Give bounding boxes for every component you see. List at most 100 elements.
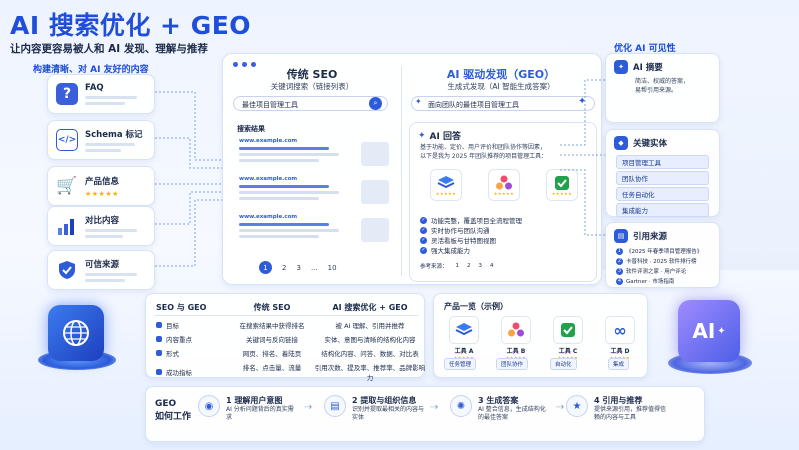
geo-search-input[interactable]: 面向团队的最佳项目管理工具: [411, 96, 595, 111]
window-dots: [233, 62, 256, 67]
arrow-right-icon: ⇢: [304, 402, 313, 413]
geo-subtitle: 生成式发现（AI 智能生成答案）: [447, 82, 555, 91]
reference-3[interactable]: 3: [478, 263, 483, 269]
product-tag: 自动化: [550, 358, 577, 370]
product-overview-title: 产品一览（示例）: [444, 302, 508, 311]
product-d[interactable]: ∞ 工具 D ★★★★★: [600, 316, 640, 360]
arrow-right-icon: ⇢: [556, 402, 565, 413]
brain-icon: ◉: [198, 395, 220, 417]
reference-1[interactable]: 1: [455, 263, 460, 269]
question-icon: ?: [56, 83, 78, 105]
product-a[interactable]: 工具 A ★★★★★: [444, 316, 484, 360]
ai-check-item: ✓功能完整，覆盖项目全流程管理: [420, 216, 522, 225]
reference-4[interactable]: 4: [490, 263, 494, 269]
page-3[interactable]: 3: [296, 263, 301, 272]
arrow-right-icon: ⇢: [430, 402, 439, 413]
right-connectors: [560, 79, 606, 236]
traditional-seo-subtitle: 关键词搜索（链接列表）: [270, 82, 354, 91]
left-item-schema[interactable]: </> Schema 标记: [47, 120, 155, 160]
badge-star-icon: ★: [566, 395, 588, 417]
left-section-label: 构建清晰、对 AI 友好的内容: [33, 65, 149, 75]
product-tag: 任务管理: [444, 358, 477, 370]
metric-icon: [156, 369, 162, 375]
target-icon: [156, 322, 162, 328]
workflow-step-4: ★ 4 引用与推荐提供来源引用，推荐值得信赖的内容与工具: [566, 395, 666, 422]
traditional-seo-title: 传统 SEO: [286, 68, 338, 81]
ai-answer-card: ✦ AI 回答 基于功能、定价、用户评价和团队协作等因素， 以下是我为 2025…: [409, 122, 597, 282]
page-10[interactable]: 10: [327, 263, 337, 272]
table-row: 形式 网页、排名、着陆页 结构化内容、问答、数据、对比表: [146, 348, 426, 358]
workflow-label: GEO 如何工作: [155, 399, 192, 422]
document-icon: ▤: [324, 395, 346, 417]
sparkle-icon[interactable]: ✦: [578, 96, 587, 107]
shield-check-icon: [56, 259, 78, 281]
page-2[interactable]: 2: [282, 263, 287, 272]
right-section-label: 优化 AI 可见性: [614, 44, 676, 54]
ai-check-item: ✓实时协作与团队沟通: [420, 226, 490, 235]
workflow-step-2: ▤ 2 提取与组织信息识别并提取最相关的内容与实体: [324, 395, 424, 422]
product-c[interactable]: 工具 C ★★★★★: [548, 316, 588, 360]
ai-answer-title: AI 回答: [429, 132, 461, 142]
geo-title: AI 驱动发现（GEO）: [446, 68, 556, 81]
entity-icon: ◆: [614, 136, 628, 150]
entity-tag[interactable]: 项目管理工具: [616, 155, 709, 169]
entity-tag[interactable]: 集成能力: [616, 203, 709, 217]
pagination: 1 2 3 ... 10: [259, 261, 337, 274]
product-b[interactable]: 工具 B ★★★★★: [496, 316, 536, 360]
document-icon: ▤: [614, 229, 628, 243]
search-result-item[interactable]: www.example.com: [239, 176, 389, 210]
reference-sources: 参考来源： 1 2 3 4: [420, 263, 494, 270]
table-row: 成功指标 排名、点击量、流量 引用次数、提及率、推荐率、品牌影响力: [146, 362, 426, 382]
sparkle-icon: ✦: [418, 130, 426, 141]
left-item-faq[interactable]: ? FAQ: [47, 74, 155, 114]
ai-brain-icon: ✺: [450, 395, 472, 417]
search-result-item[interactable]: www.example.com: [239, 214, 389, 248]
code-icon: </>: [56, 129, 78, 151]
globe-icon: [48, 305, 104, 361]
cart-icon: 🛒: [56, 176, 78, 196]
infinity-icon: ∞: [613, 320, 627, 340]
left-connectors: [155, 91, 222, 267]
content-icon: [156, 336, 162, 342]
geo-workflow: [145, 386, 705, 442]
tool-b-icon[interactable]: ★★★★★: [488, 169, 520, 201]
sparkle-icon: ✦: [415, 97, 422, 106]
ai-badge-icon: AI✦: [678, 300, 740, 362]
page-1[interactable]: 1: [259, 261, 272, 274]
sparkle-icon: ✦: [614, 60, 628, 74]
search-icon[interactable]: ⌕: [369, 97, 382, 110]
source-item[interactable]: 1《2025 年春季项目管理报告》: [616, 247, 703, 255]
table-row: 目标 在搜索结果中获得排名 被 AI 理解、引用并推荐: [146, 320, 426, 330]
table-row: 内容重点 关键词与反向链接 实体、意图与清晰的结构化内容: [146, 334, 426, 344]
product-tag: 团队协作: [496, 358, 529, 370]
product-tag: 集成: [608, 358, 630, 370]
tool-c-icon[interactable]: ★★★★★: [546, 169, 578, 201]
ai-answer-text: 以下是我为 2025 年团队推荐的项目管理工具：: [420, 153, 548, 160]
search-result-item[interactable]: www.example.com: [239, 138, 389, 172]
ai-summary-card: ✦AI 摘要 简洁、权威的答案， 易帮引用来源。: [605, 53, 720, 123]
rating-stars: ★★★★★: [85, 189, 119, 198]
entity-tag[interactable]: 任务自动化: [616, 187, 709, 201]
left-item-comparison[interactable]: 对比内容: [47, 206, 155, 246]
page-subtitle: 让内容更容易被人和 AI 发现、理解与推荐: [10, 43, 208, 55]
bar-chart-icon: [56, 215, 78, 237]
reference-2[interactable]: 2: [467, 263, 471, 269]
page-title: AI 搜索优化 + GEO: [10, 11, 252, 40]
key-entities-card: ◆关键实体 项目管理工具 团队协作 任务自动化 集成能力: [605, 129, 720, 217]
ai-check-item: ✓灵活看板与甘特图视图: [420, 236, 496, 245]
traditional-search-input[interactable]: 最佳项目管理工具: [233, 96, 388, 111]
ai-answer-text: 基于功能、定价、用户评价和团队协作等因素，: [420, 144, 547, 151]
entity-tag[interactable]: 团队协作: [616, 171, 709, 185]
search-comparison-panel: 传统 SEO 关键词搜索（链接列表） 最佳项目管理工具 ⌕ 搜索结果 www.e…: [222, 53, 602, 285]
tool-a-icon[interactable]: ★★★★★: [430, 169, 462, 201]
left-item-trusted-source[interactable]: 可信来源: [47, 250, 155, 290]
left-item-product-info[interactable]: 🛒 产品信息 ★★★★★: [47, 166, 155, 206]
ai-check-item: ✓强大集成能力: [420, 246, 470, 255]
product-overview-card: 产品一览（示例） 工具 A ★★★★★ 工具 B ★★★★★ 工具 C ★★★★…: [433, 293, 648, 378]
